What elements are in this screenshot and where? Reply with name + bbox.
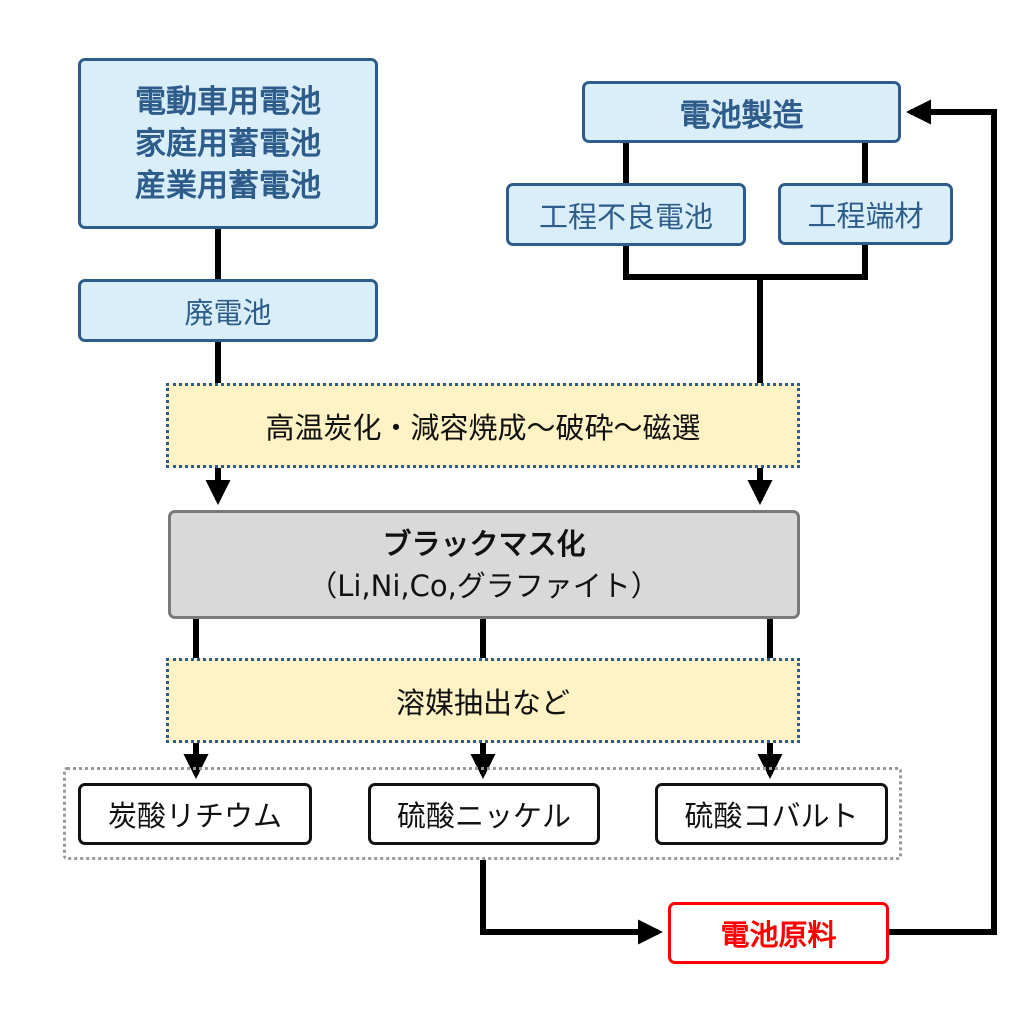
- defective-battery-box: 工程不良電池: [506, 183, 746, 246]
- arrow-products-to-raw-material: [480, 860, 664, 945]
- black-mass-box: ブラックマス化 （Li,Ni,Co,グラファイト）: [168, 510, 800, 619]
- process-scrap-label: 工程端材: [807, 199, 924, 233]
- lithium-carbonate-box: 炭酸リチウム: [78, 783, 312, 845]
- battery-raw-material-box: 電池原料: [668, 902, 889, 964]
- cobalt-sulfate-label: 硫酸コバルト: [684, 799, 859, 833]
- source-industrial-storage: 産業用蓄電池: [135, 167, 321, 204]
- black-mass-subtitle: （Li,Ni,Co,グラファイト）: [308, 568, 660, 603]
- connector-merge-bracket: [623, 245, 868, 280]
- defective-battery-label: 工程不良電池: [538, 199, 713, 234]
- battery-manufacturing-box: 電池製造: [582, 81, 901, 143]
- process-scrap-box: 工程端材: [778, 183, 953, 245]
- solvent-extraction-label: 溶媒抽出など: [395, 685, 570, 720]
- battery-manufacturing-label: 電池製造: [679, 97, 804, 134]
- source-home-storage: 家庭用蓄電池: [135, 125, 321, 162]
- battery-raw-material-label: 電池原料: [720, 918, 837, 952]
- waste-battery-label: 廃電池: [184, 295, 272, 330]
- battery-sources-box: 電動車用電池 家庭用蓄電池 産業用蓄電池: [78, 58, 378, 229]
- arrow-raw-material-to-manufacturing: [889, 99, 997, 935]
- lithium-carbonate-label: 炭酸リチウム: [107, 799, 282, 833]
- nickel-sulfate-box: 硫酸ニッケル: [368, 783, 600, 845]
- nickel-sulfate-label: 硫酸ニッケル: [396, 799, 571, 833]
- black-mass-title: ブラックマス化: [382, 526, 586, 561]
- source-ev-battery: 電動車用電池: [135, 83, 321, 120]
- products-group: [63, 767, 902, 860]
- pretreatment-label: 高温炭化・減容焼成〜破砕〜磁選: [265, 410, 701, 445]
- solvent-extraction-box: 溶媒抽出など: [166, 658, 800, 743]
- waste-battery-box: 廃電池: [78, 279, 378, 342]
- pretreatment-box: 高温炭化・減容焼成〜破砕〜磁選: [166, 383, 800, 468]
- cobalt-sulfate-box: 硫酸コバルト: [655, 783, 888, 845]
